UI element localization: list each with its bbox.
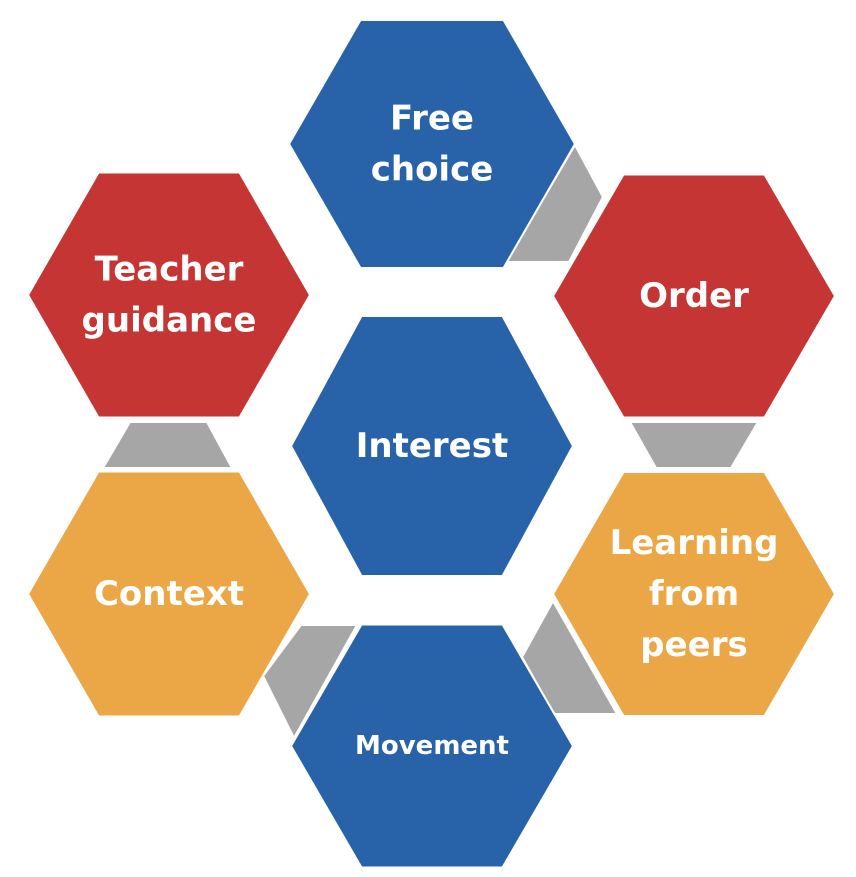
hexagon-label-free-choice-line-2: choice xyxy=(371,150,494,190)
connector-order-to-learning-from-peers xyxy=(628,421,760,469)
connector-context-to-teacher-guidance xyxy=(101,421,234,469)
hexagon-node-free-choice: Free choice xyxy=(287,19,577,269)
hexagon-node-context: Context xyxy=(26,470,312,718)
hexagon-node-movement: Movement xyxy=(289,623,575,869)
connectors-layer xyxy=(101,142,760,741)
hexagon-label-movement-line-1: Movement xyxy=(355,731,509,761)
hexagon-label-order-line-1: Order xyxy=(639,276,749,316)
hexagon-label-learning-from-peers-line-1: Learning xyxy=(610,523,779,563)
hexagon-label-interest-line-1: Interest xyxy=(356,426,509,466)
connector-movement-to-context xyxy=(261,624,359,741)
hexagon-label-context-line-1: Context xyxy=(94,574,244,614)
hexagon-shape-learning-from-peers xyxy=(551,471,837,717)
hexagon-node-interest: Interest xyxy=(289,315,575,577)
hexagon-shape-interest xyxy=(289,315,575,577)
hexagon-label-learning-from-peers-line-2: from xyxy=(649,574,739,614)
hexagon-label-learning-from-peers-line-3: peers xyxy=(640,625,747,665)
hexagon-label-free-choice-line-1: Free xyxy=(390,99,474,139)
hexagon-node-order: Order xyxy=(551,173,837,419)
hexagon-shape-movement xyxy=(289,623,575,869)
hexagon-shape-order xyxy=(551,173,837,419)
hexagon-label-teacher-guidance-line-2: guidance xyxy=(82,301,257,341)
hexagon-node-learning-from-peers: Learning from peers xyxy=(551,471,837,717)
hexagon-shape-teacher-guidance xyxy=(26,171,312,419)
hexagon-node-teacher-guidance: Teacher guidance xyxy=(26,171,312,419)
hexagon-shape-free-choice xyxy=(287,19,577,269)
hexagon-shape-context xyxy=(26,470,312,718)
hexagon-label-teacher-guidance-line-1: Teacher xyxy=(95,250,244,290)
